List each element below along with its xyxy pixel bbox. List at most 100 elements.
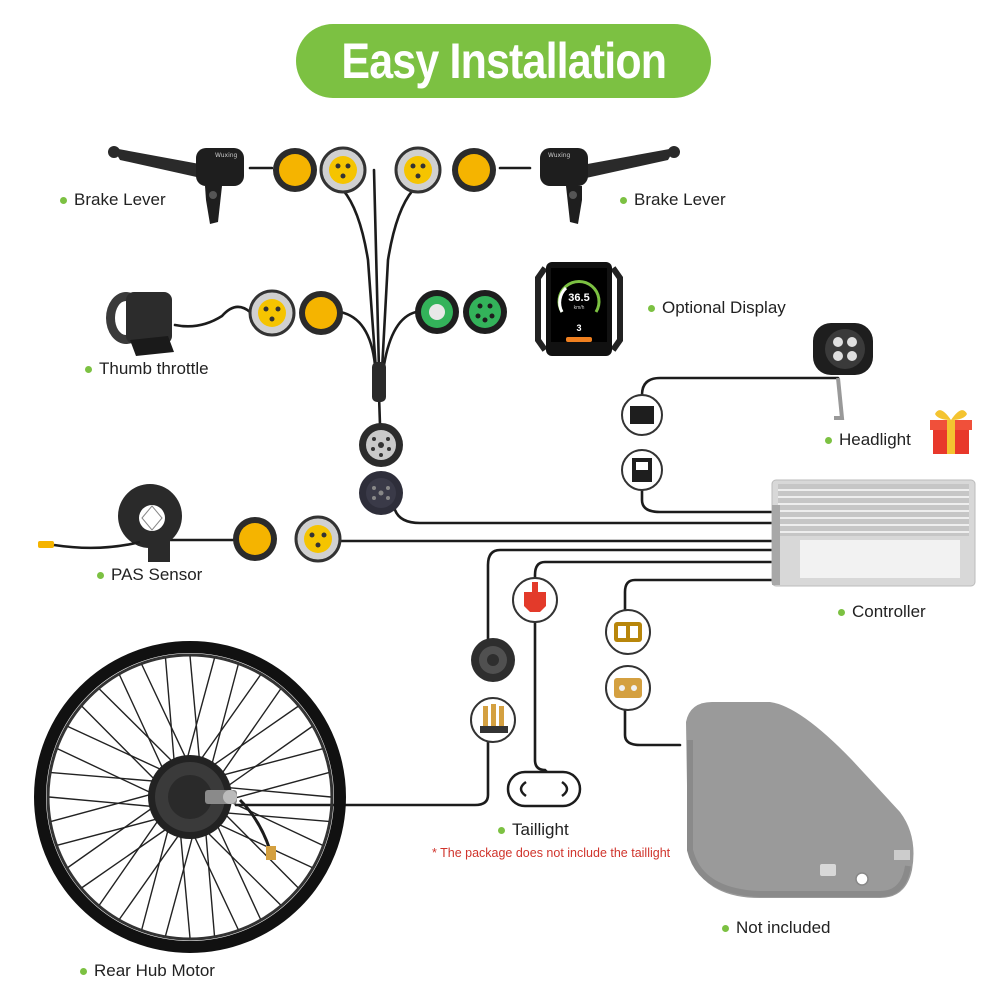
wheel-spoke <box>218 786 332 798</box>
label-text: Rear Hub Motor <box>94 961 215 980</box>
wheel-spoke <box>164 826 196 937</box>
connector-green <box>463 290 507 334</box>
wheel-spoke <box>50 791 161 823</box>
wheel-spoke <box>219 771 330 803</box>
label-text: Controller <box>852 602 926 621</box>
wheel-spoke <box>208 819 313 869</box>
wheel-spoke <box>215 811 329 823</box>
taillight-icon <box>506 770 582 808</box>
wheel-spoke <box>212 748 323 779</box>
svg-text:Wuxing: Wuxing <box>215 152 238 159</box>
bullet-dot <box>838 608 845 616</box>
headlight-icon <box>813 323 873 420</box>
pas-sensor-icon <box>38 484 182 562</box>
label-text: Brake Lever <box>634 190 726 209</box>
wheel-spoke <box>141 664 191 768</box>
label-thumb-throttle: Thumb throttle <box>85 359 209 379</box>
gift-icon <box>930 410 972 454</box>
label-text: Brake Lever <box>74 190 166 209</box>
wheel-spoke <box>118 826 186 920</box>
wheel-spoke <box>81 822 176 889</box>
connector-battery-male <box>605 665 651 711</box>
connector-motor-male <box>470 697 516 743</box>
display-speed-unit: km/h <box>574 305 585 311</box>
wheel-spoke <box>98 688 181 770</box>
connector-headlight-male <box>621 394 663 436</box>
wheel-spoke <box>179 825 191 939</box>
bullet-dot <box>825 436 832 444</box>
wheel-spoke <box>51 771 165 783</box>
wheel-spoke <box>67 801 161 869</box>
hub-motor-wheel-icon <box>34 641 346 953</box>
brake-lever-icon: Wuxing <box>540 146 680 224</box>
taillight-note: * The package does not include the taill… <box>432 846 671 860</box>
label-optional-display: Optional Display <box>648 298 786 318</box>
label-brake-lever-right: Brake Lever <box>620 190 726 210</box>
wheel-spoke <box>189 655 201 769</box>
wheel-spoke <box>204 822 216 936</box>
wheel-spoke <box>164 658 176 772</box>
wheel-spoke <box>118 674 168 779</box>
battery-icon <box>686 702 914 898</box>
bullet-dot <box>620 196 627 204</box>
wheel-spoke <box>57 748 161 798</box>
bullet-dot <box>85 365 92 373</box>
connector-main-female <box>359 423 403 467</box>
bullet-dot <box>722 924 729 932</box>
connector-yellow-male <box>394 146 442 194</box>
wheel-spoke <box>208 664 239 775</box>
bullet-dot <box>60 196 67 204</box>
connector-yellow-male <box>319 146 367 194</box>
harness-junction <box>372 362 386 402</box>
connector-yellow <box>452 148 496 192</box>
wheel-spoke <box>215 688 282 783</box>
label-pas-sensor: PAS Sensor <box>97 565 202 585</box>
bullet-dot <box>498 826 505 834</box>
label-text: Optional Display <box>662 298 786 317</box>
wheel-spoke <box>219 725 313 793</box>
bullet-dot <box>97 571 104 579</box>
controller-icon <box>771 479 976 587</box>
wheel-spoke <box>81 705 163 788</box>
connector-yellow <box>233 517 277 561</box>
label-headlight: Headlight <box>825 430 911 450</box>
connector-battery-female <box>605 609 651 655</box>
connector-yellow <box>273 148 317 192</box>
display-icon <box>535 262 623 356</box>
thumb-throttle-icon <box>106 292 174 356</box>
label-text: Thumb throttle <box>99 359 209 378</box>
connector-yellow-male <box>294 515 342 563</box>
label-text: Not included <box>736 918 831 937</box>
label-brake-lever-left: Brake Lever <box>60 190 166 210</box>
connector-main-male <box>359 471 403 515</box>
wheel-spoke <box>141 819 172 930</box>
label-text: Headlight <box>839 430 911 449</box>
wheel-spoke <box>48 796 162 808</box>
title-banner: Easy Installation <box>296 24 711 98</box>
brake-lever-icon: Wuxing <box>108 146 244 224</box>
wheel-spoke <box>217 806 299 889</box>
label-text: Taillight <box>512 820 569 839</box>
wheel-spoke <box>189 826 239 930</box>
label-controller: Controller <box>838 602 926 622</box>
bullet-dot <box>80 967 87 975</box>
label-text: PAS Sensor <box>111 565 203 584</box>
connector-headlight-female <box>621 449 663 491</box>
display-assist-level: 3 <box>576 323 581 333</box>
connector-yellow <box>299 291 343 335</box>
connector-green-male <box>415 290 459 334</box>
page-title: Easy Installation <box>341 33 667 89</box>
wheel-spoke <box>67 725 172 775</box>
svg-text:Wuxing: Wuxing <box>548 152 571 159</box>
wheel-spoke <box>219 796 323 846</box>
wheel-spoke <box>199 824 282 906</box>
display-speed: 36.5 <box>568 292 589 304</box>
label-rear-hub-motor: Rear Hub Motor <box>80 961 215 981</box>
bullet-dot <box>648 304 655 312</box>
wheel-spoke <box>204 705 299 772</box>
connector-motor-female <box>471 638 515 682</box>
wheel-spoke <box>184 657 216 768</box>
connector-yellow-male <box>248 289 296 337</box>
